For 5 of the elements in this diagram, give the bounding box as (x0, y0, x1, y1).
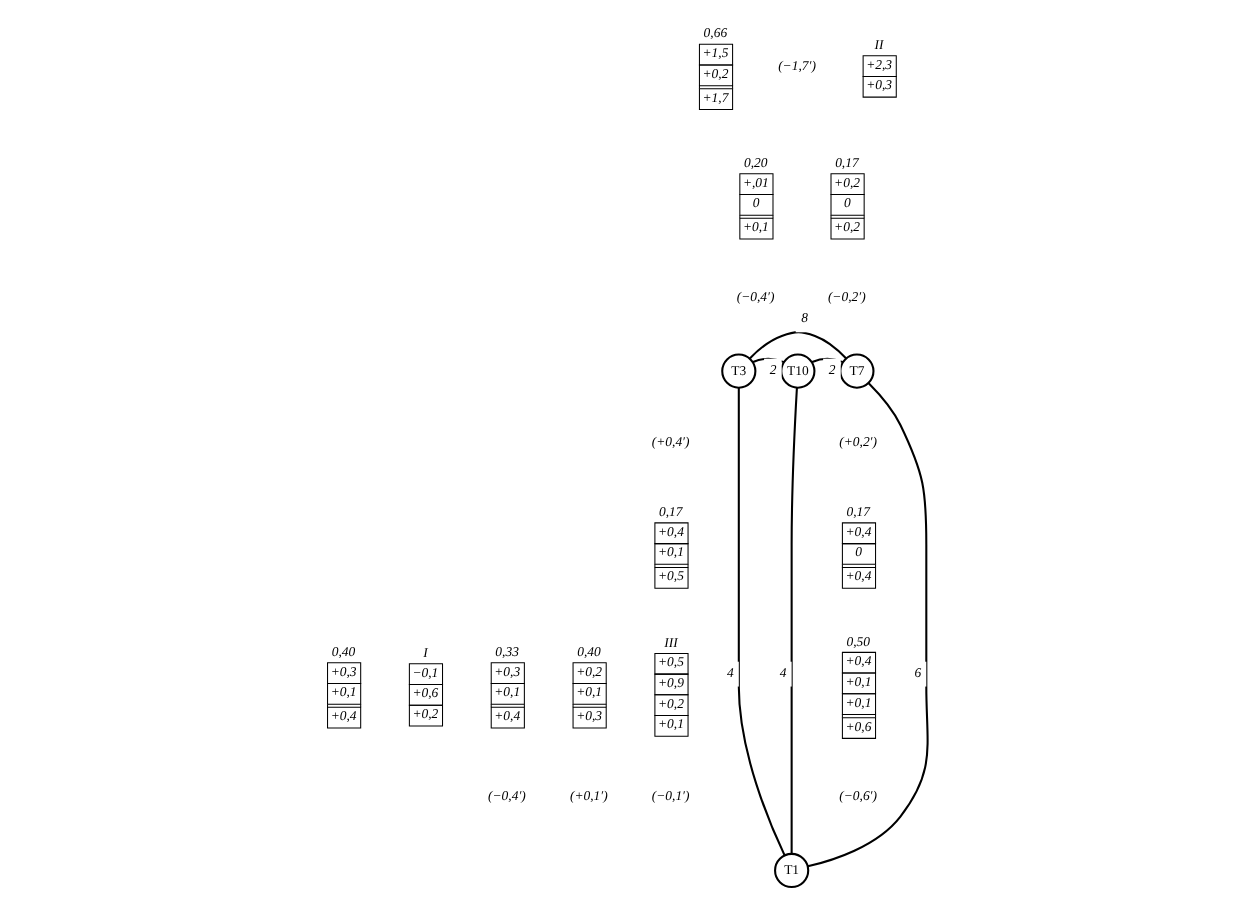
connector (752, 357, 785, 364)
connector (737, 387, 786, 856)
connector (749, 331, 847, 360)
connector (811, 357, 844, 364)
connector (790, 387, 798, 854)
